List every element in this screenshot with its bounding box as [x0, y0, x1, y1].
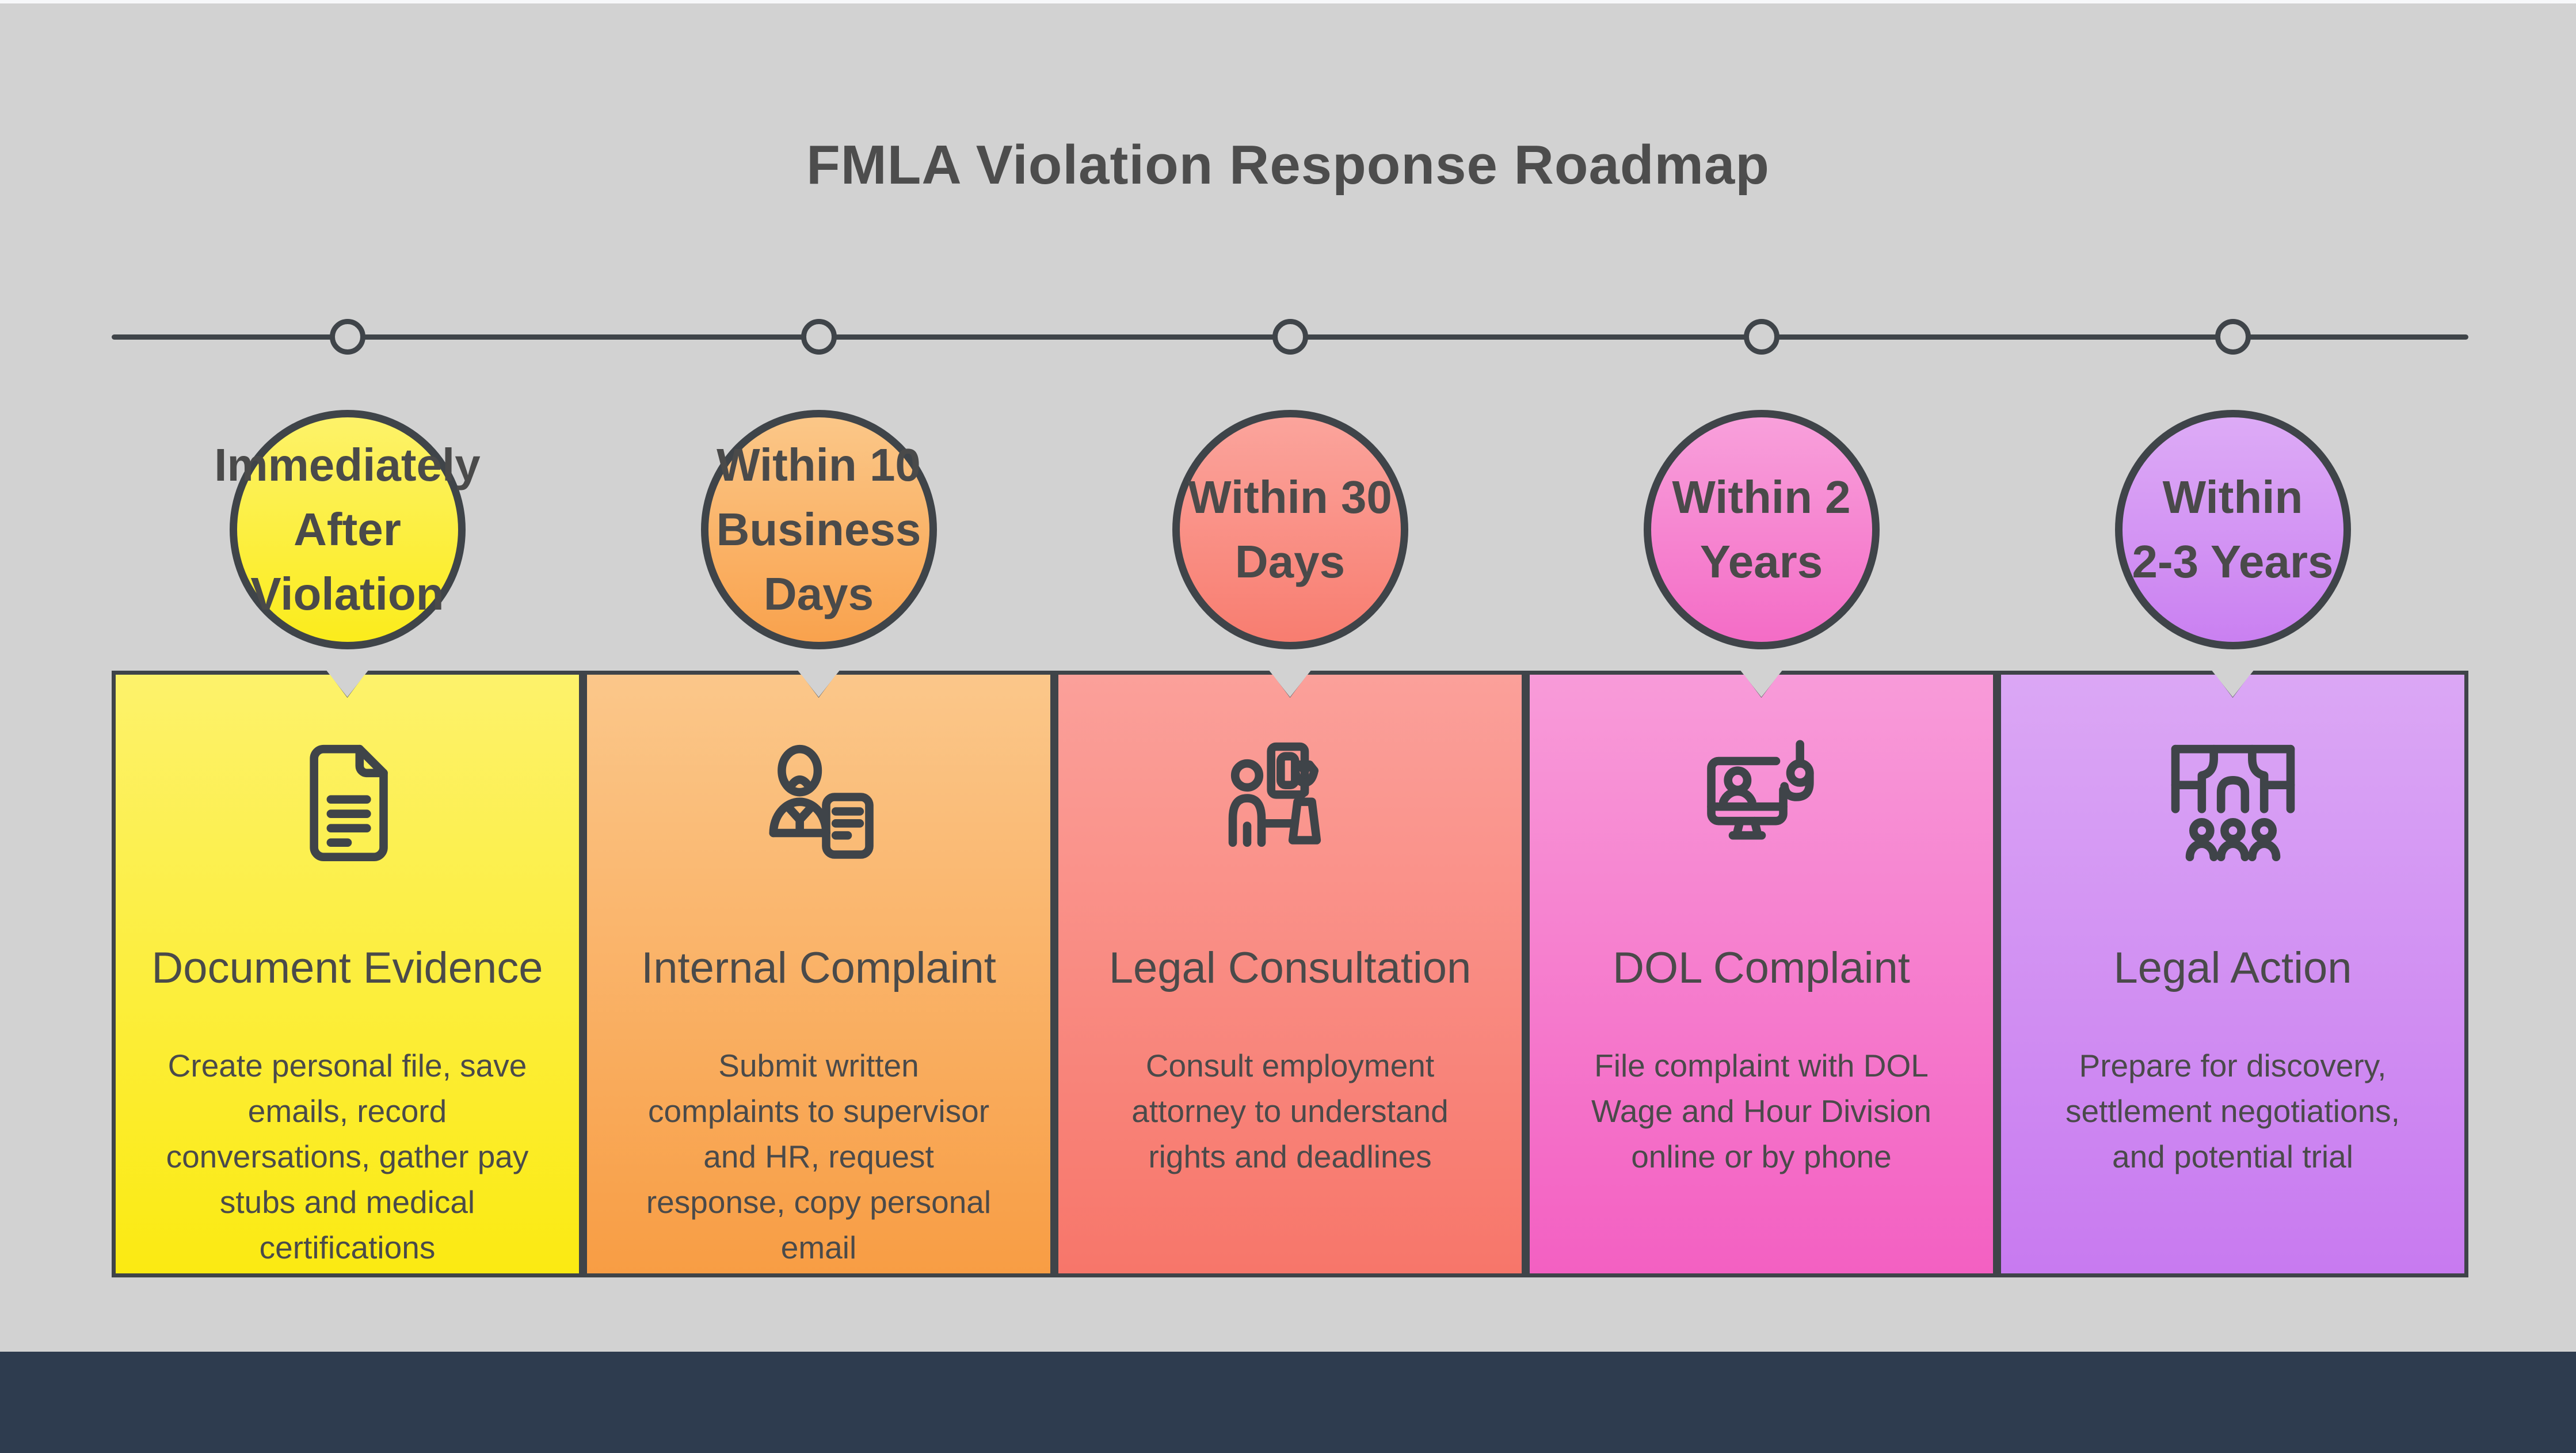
card-title: Internal Complaint: [641, 944, 996, 992]
stage-document-evidence: Immediately After Violation Document Evi…: [112, 319, 583, 1277]
top-strip: [0, 0, 2576, 3]
card-background: [116, 675, 579, 1273]
stage-dol-complaint: Within 2 Years: [1526, 319, 1997, 1277]
online-filing-monitor-hook-icon: [1690, 732, 1834, 876]
stage-time-label: Within 10 Business Days: [716, 439, 921, 619]
footer-band: [0, 1352, 2576, 1453]
stage-legal-action: Within 2-3 Years: [1997, 319, 2468, 1277]
stage-time-circle: Within 10 Business Days: [700, 410, 937, 649]
stage-card: Legal Consultation Consult employment at…: [1054, 671, 1526, 1277]
card-description: File complaint with DOL Wage and Hour Di…: [1591, 1047, 1931, 1174]
stage-time-label: Immediately After Violation: [214, 439, 481, 619]
stage-time-label: Within 2-3 Years: [2132, 471, 2334, 587]
card-title: Legal Action: [2113, 944, 2352, 992]
stage-time-label: Within 30 Days: [1188, 471, 1392, 587]
timeline-node-icon: [1272, 319, 1308, 355]
document-icon: [276, 732, 420, 876]
stage-time-circle: Within 30 Days: [1172, 410, 1408, 649]
attorney-consultation-icon: [1218, 732, 1362, 876]
timeline-stages: Immediately After Violation Document Evi…: [112, 319, 2468, 1277]
card-description: Create personal file, save emails, recor…: [166, 1047, 529, 1266]
stage-legal-consultation: Within 30 Days: [1054, 319, 1526, 1277]
stage-time-circle: Immediately After Violation: [214, 410, 481, 649]
person-document-icon: [747, 732, 891, 876]
card-description: Consult employment attorney to understan…: [1131, 1047, 1449, 1174]
card-description: Submit written complaints to supervisor …: [646, 1047, 992, 1266]
timeline-node-icon: [801, 319, 837, 355]
stage-card: Internal Complaint Submit written compla…: [583, 671, 1054, 1277]
timeline-node-icon: [2215, 319, 2251, 355]
timeline-node-icon: [329, 319, 365, 355]
card-background: [1530, 675, 1993, 1273]
stage-time-label: Within 2 Years: [1672, 471, 1851, 587]
card-title: DOL Complaint: [1613, 944, 1910, 992]
card-background: [1058, 675, 1522, 1273]
stage-card: DOL Complaint File complaint with DOL Wa…: [1526, 671, 1997, 1277]
stage-card: Document Evidence Create personal file, …: [112, 671, 583, 1277]
card-title: Legal Consultation: [1108, 944, 1472, 992]
page-title: FMLA Violation Response Roadmap: [806, 134, 1770, 196]
stage-time-circle: Within 2 Years: [1643, 410, 1880, 649]
timeline-node-icon: [1743, 319, 1779, 355]
card-description: Prepare for discovery, settlement negoti…: [2066, 1047, 2400, 1174]
courtroom-trial-icon: [2161, 732, 2305, 876]
card-title: Document Evidence: [151, 944, 543, 992]
stage-internal-complaint: Within 10 Business Days: [583, 319, 1054, 1277]
card-background: [2001, 675, 2464, 1273]
stage-time-circle: Within 2-3 Years: [2114, 410, 2351, 649]
stage-card: Legal Action Prepare for discovery, sett…: [1997, 671, 2468, 1277]
